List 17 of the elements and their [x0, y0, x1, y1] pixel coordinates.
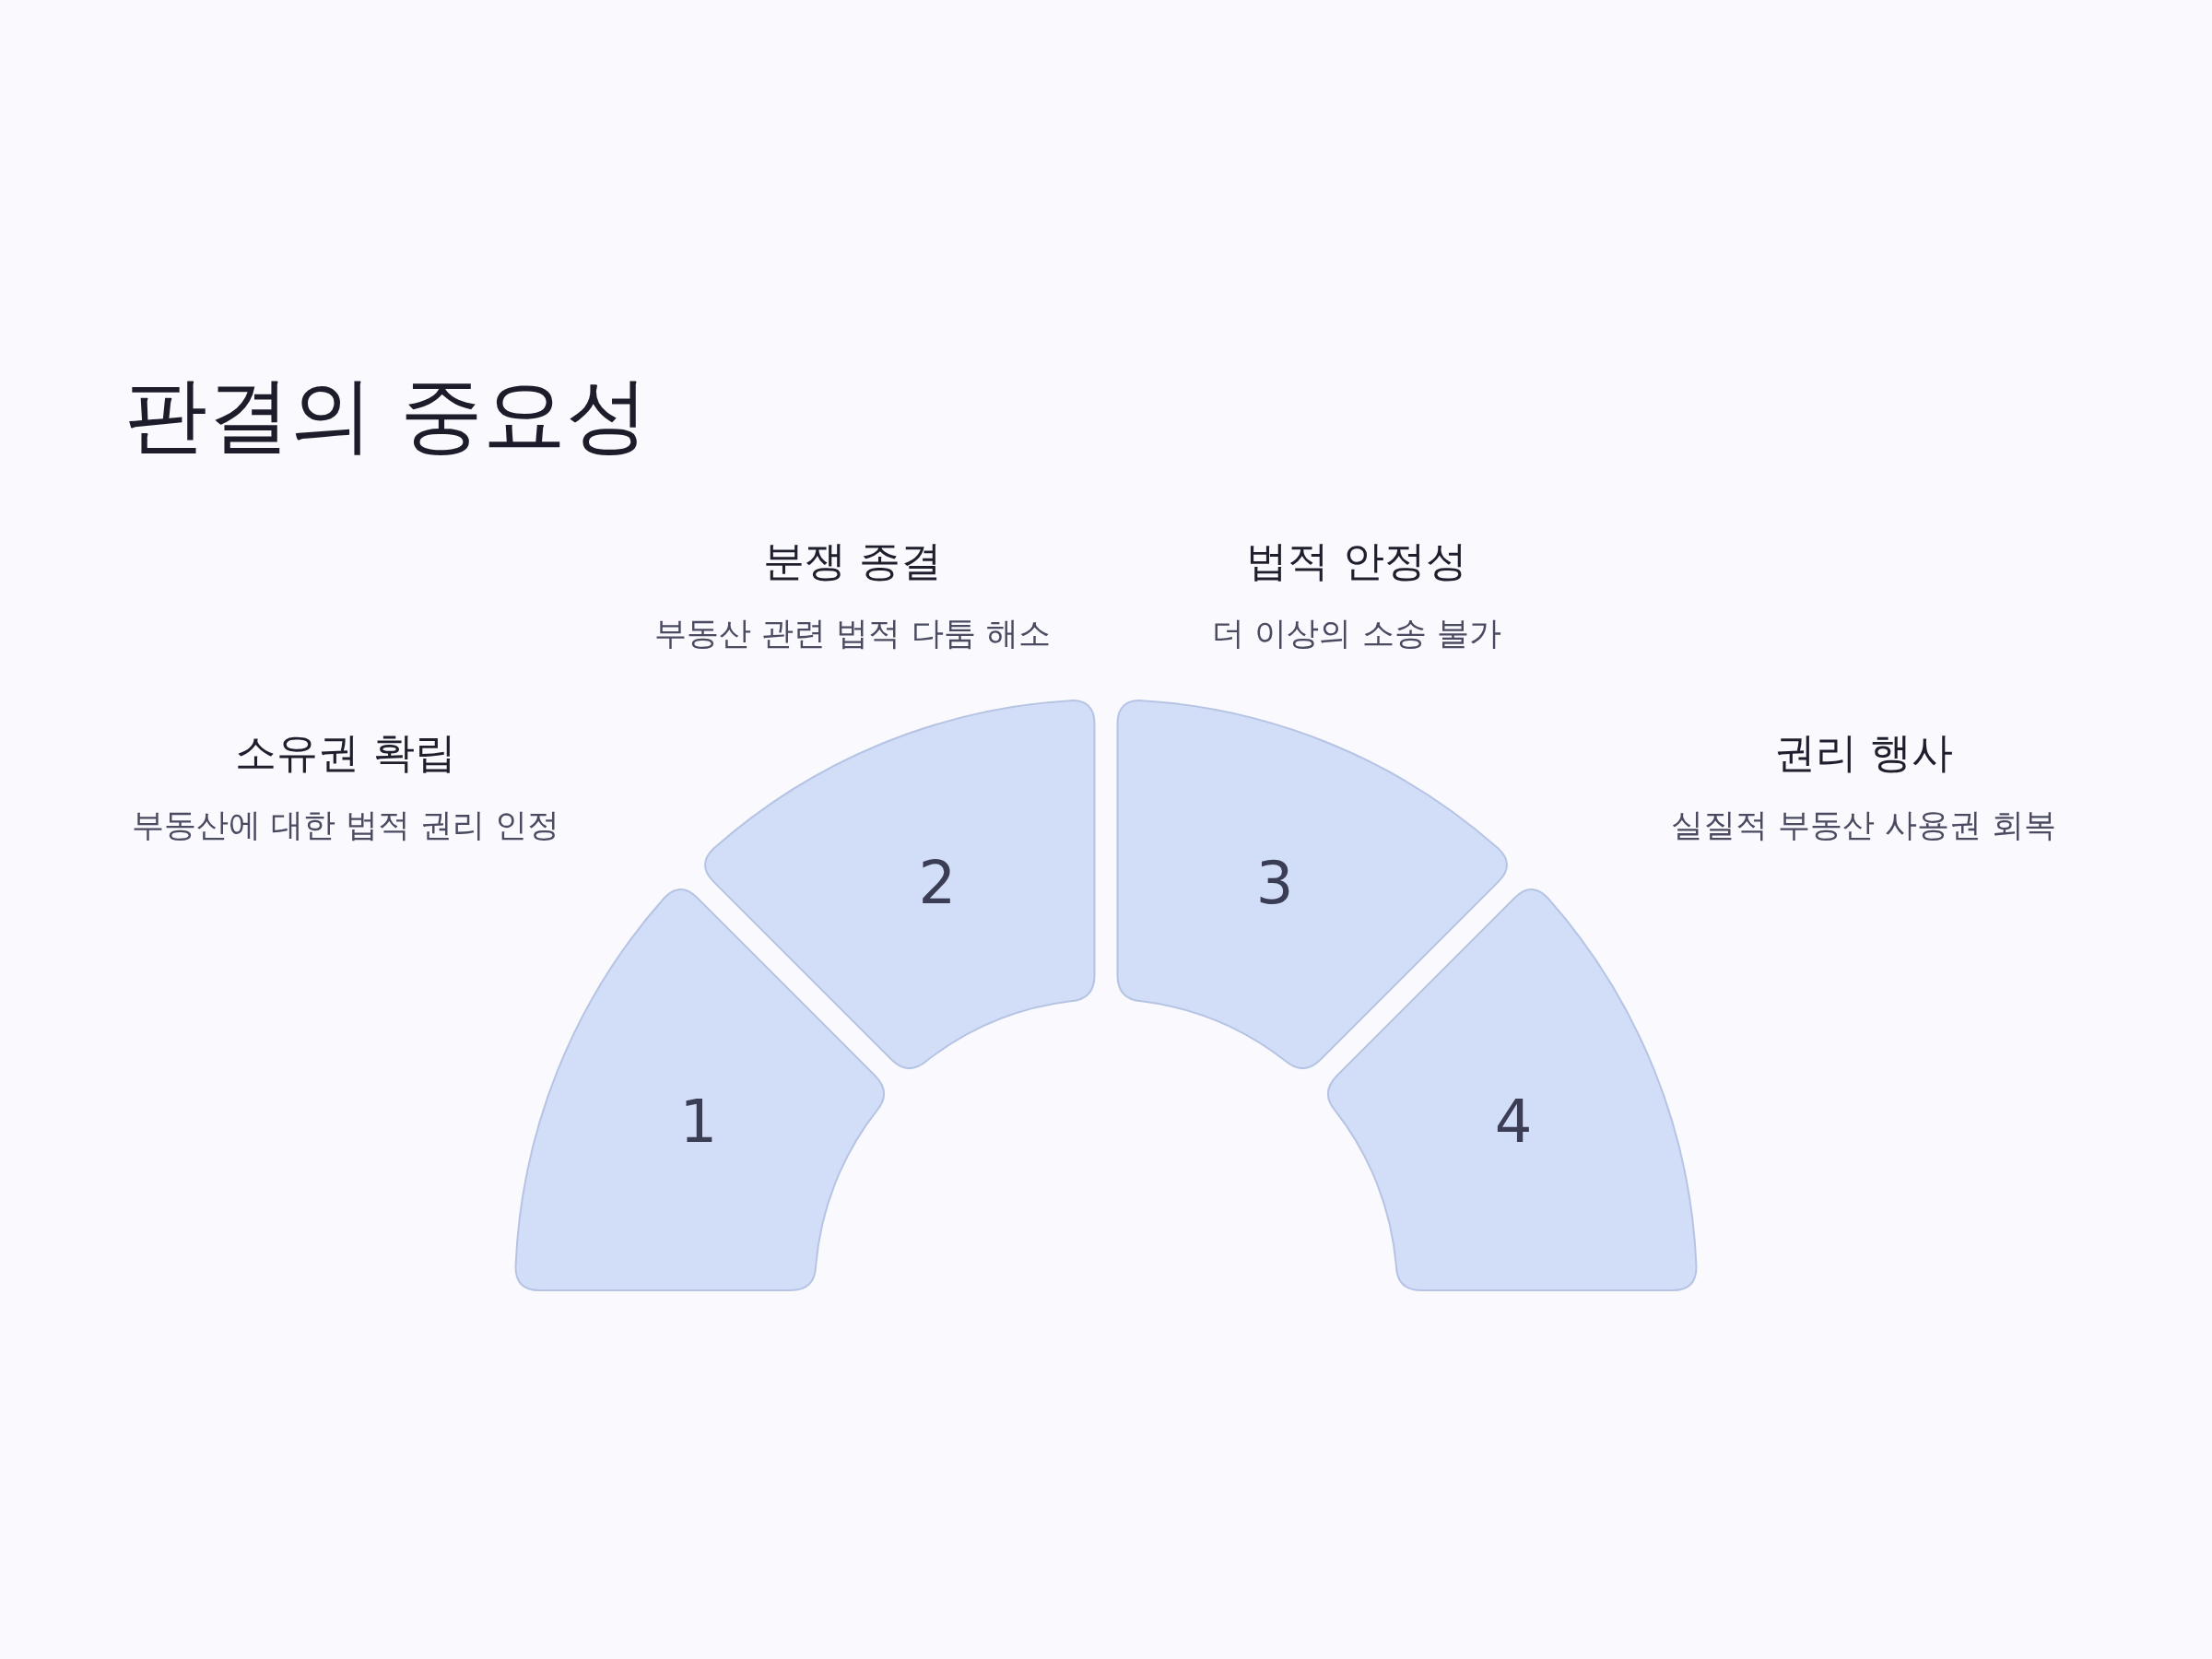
step-heading: 소유권 확립 — [235, 728, 456, 778]
step-heading: 분쟁 종결 — [762, 536, 943, 586]
step-number: 2 — [918, 853, 957, 912]
step-heading: 권리 행사 — [1773, 728, 1954, 778]
step-heading: 법적 안정성 — [1246, 536, 1467, 586]
step-number: 1 — [679, 1091, 718, 1151]
step-description: 부동산 관련 법적 다툼 해소 — [654, 614, 1051, 653]
step-number: 4 — [1494, 1091, 1533, 1151]
arc-segment — [703, 699, 1096, 1070]
step-description: 더 이상의 소송 불가 — [1212, 614, 1501, 653]
step-number: 3 — [1255, 853, 1294, 912]
step-description: 실질적 부동산 사용권 회복 — [1670, 806, 2057, 844]
step-description: 부동산에 대한 법적 권리 인정 — [131, 806, 560, 844]
arc-segment — [514, 888, 886, 1292]
arc-segment — [1326, 888, 1698, 1292]
arc-segment — [1116, 699, 1509, 1070]
title: 판결의 중요성 — [124, 365, 649, 465]
